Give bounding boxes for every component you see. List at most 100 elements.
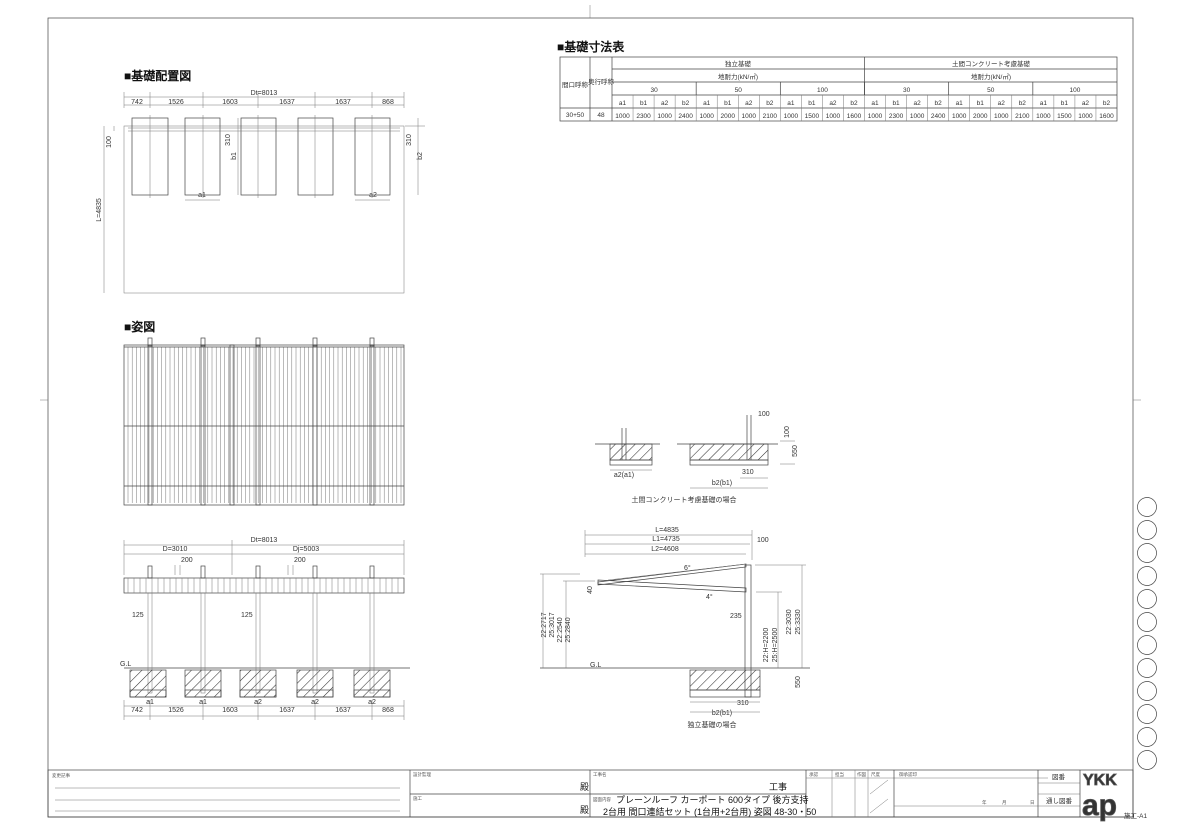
table-cell: 1500 [805,113,820,120]
main-beam [369,344,375,506]
gravel-base [609,459,653,466]
sub-header: a2 [745,100,753,107]
dono-2: 殿 [580,805,589,815]
sub-header: a2 [829,100,837,107]
dim-310: 310 [225,134,232,146]
table-cell: 1000 [910,113,925,120]
dim-310: 310 [742,469,754,476]
foundation-box [354,117,391,196]
table-cell: 1000 [742,113,757,120]
dim-40: 40 [587,586,594,594]
dim-L: L=4835 [96,198,103,222]
carport-top-view [123,337,405,506]
dim-b2b1: b2(b1) [712,710,732,717]
sub-header: a1 [703,100,711,107]
post-cap [147,337,153,347]
sub-header: a1 [956,100,964,107]
month-label: 月 [1002,800,1007,806]
table-cell: 2300 [636,113,651,120]
post-cap [312,337,318,347]
sub-header: b1 [808,100,816,107]
title-block: 変更記事 設計監理 殿 施工 殿 工事名 工事 図面内容 プレーンルーフ カーポ… [47,769,1148,822]
check-label: 担当 [835,771,844,778]
dim-100: 100 [757,537,769,544]
dim-span: 1637 [279,99,295,106]
foundation [689,669,761,691]
post-cap [255,565,261,579]
table-cell: 1000 [868,113,883,120]
dim-height: 25:3017 [549,612,556,637]
layout-plan-title: ■基礎配置図 [124,68,191,83]
sub-header: b1 [724,100,732,107]
roof-band [123,577,405,594]
dim-200: 200 [181,557,193,564]
table-cell: 2000 [720,113,735,120]
table-cell: 1000 [1078,113,1093,120]
foundation-box [240,117,277,196]
revision-circle [1137,658,1157,678]
post-cap [200,565,206,579]
content-line-2: 2台用 間口連結セット (1台用+2台用) 姿図 48-30・50 [603,806,816,817]
foundation [296,669,334,698]
post-cap [369,565,375,579]
table-cell: 1600 [847,113,862,120]
dim-100: 100 [784,426,791,438]
table-cell: 2300 [889,113,904,120]
revision-circle [1137,497,1157,517]
dim-span: 868 [382,707,394,714]
foundation [184,669,222,698]
foundation-dimension-table: 間口呼称 奥行呼称 独立基礎 土間コンクリート考慮基礎 地耐力(kN/㎡) 地耐… [559,56,1118,122]
svg-text:ap: ap [1082,789,1117,822]
row-opening: 30+50 [566,112,585,119]
revision-circle [1137,704,1157,724]
table-cell: 2400 [678,113,693,120]
angle-6: 6° [684,564,691,572]
ground-level-label: G.L [120,661,131,668]
post-cap [312,565,318,579]
joint-beam [229,344,235,506]
gravel-base [689,689,761,698]
bearing-label: 地耐力(kN/㎡) [718,72,758,81]
gravel-base [353,689,391,698]
sub-header: a2 [1082,100,1090,107]
content-label: 図面内容 [593,796,611,803]
sheet-number: 施工-A1 [1124,811,1148,820]
foundation [239,669,277,698]
revision-circle [1137,612,1157,632]
dim-b1: b1 [231,152,238,160]
revision-circle [1137,589,1157,609]
sub-header: b2 [682,100,690,107]
drawn-label: 作図 [857,771,866,778]
table-cell: 2400 [931,113,946,120]
sub-header: b2 [1103,100,1111,107]
dim-dt: Dt=8013 [251,537,278,544]
dim-310: 310 [406,134,413,146]
gravel-base [184,689,222,698]
group-slab: 土間コンクリート考慮基礎 [952,59,1031,68]
revision-circle [1137,566,1157,586]
sub-header: b2 [850,100,858,107]
bearing-value: 50 [735,87,743,94]
carport-side-view: L=4835 L1=4735 L2=4608 100 6° 4° 40 235 … [540,527,810,729]
dim-310: 310 [737,700,749,707]
table-cell: 1000 [699,113,714,120]
table-cell: 1000 [952,113,967,120]
bearing-label: 地耐力(kN/㎡) [971,72,1011,81]
dim-dt: Dt=8013 [251,90,278,97]
sub-header: a1 [619,100,627,107]
sub-header: b2 [766,100,774,107]
dono-1: 殿 [580,782,589,792]
sub-header: b1 [977,100,985,107]
drawing-no-label: 図番 [1052,773,1066,781]
dim-span: 1603 [222,707,238,714]
row-depth: 48 [597,112,605,119]
site-outline [123,125,405,294]
dim-200: 200 [294,557,306,564]
revision-circle [1137,520,1157,540]
dim-height: 22:2717 [541,612,548,637]
slab-caption: 土間コンクリート考慮基礎の場合 [632,495,737,504]
dim-span: 742 [131,707,143,714]
project-name-label: 工事名 [593,771,607,778]
sub-header: a1 [871,100,879,107]
change-record-label: 変更記事 [52,772,70,779]
